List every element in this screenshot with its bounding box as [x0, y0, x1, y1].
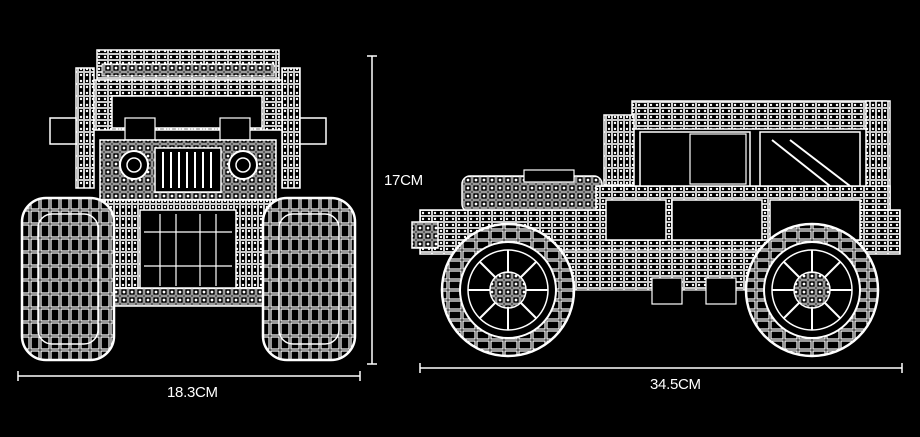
height-dimension-line: [367, 55, 377, 365]
side-front-bumper: [411, 221, 439, 249]
front-view-vehicle: [20, 49, 357, 362]
side-roll-cage: [631, 100, 887, 130]
side-rear-hub: [793, 271, 831, 309]
side-front-hub: [489, 271, 527, 309]
front-mirror-left: [49, 117, 77, 145]
front-tire-left: [20, 196, 116, 362]
side-length-dimension-line: [419, 363, 903, 373]
front-bumper: [94, 287, 282, 307]
front-mirror-right: [299, 117, 327, 145]
front-width-label: 18.3CM: [167, 384, 218, 401]
height-label: 17CM: [384, 172, 423, 189]
front-width-dimension-line: [17, 371, 361, 381]
side-length-label: 34.5CM: [650, 376, 701, 393]
front-tire-right: [261, 196, 357, 362]
side-view-vehicle: [411, 100, 901, 358]
